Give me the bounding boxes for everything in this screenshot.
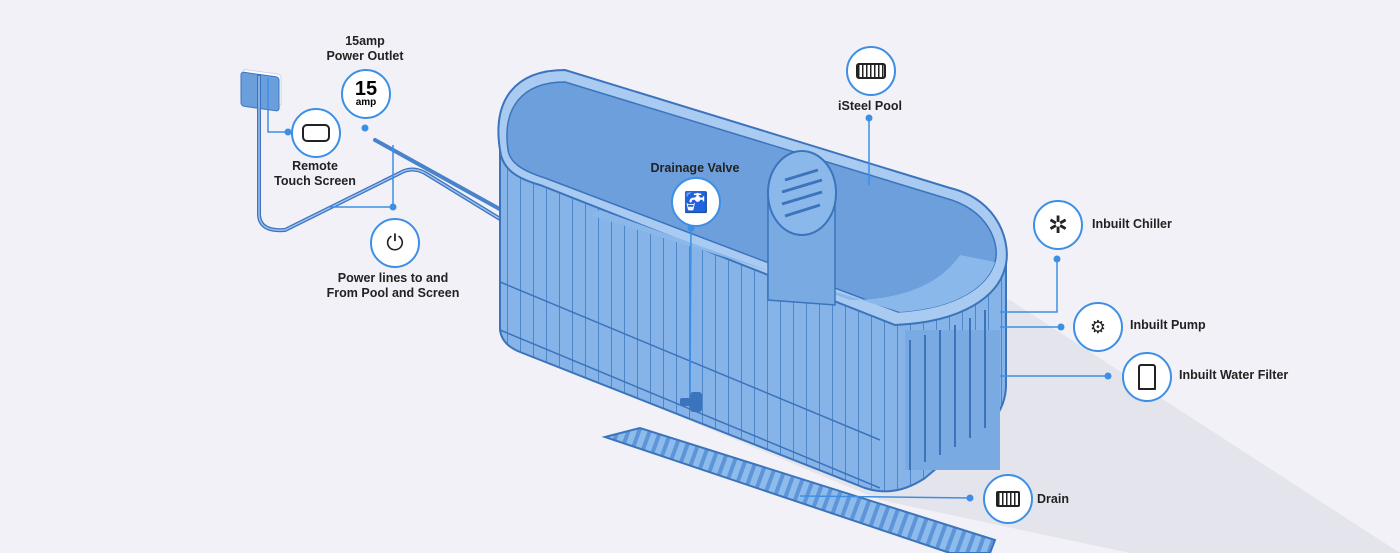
label-line: Power lines to and (337, 271, 449, 285)
inbuilt-water-filter-label: Inbuilt Water Filter (1179, 368, 1289, 382)
drainage-valve-label: Drainage Valve (650, 161, 740, 175)
steel-pool-icon (846, 46, 896, 96)
label-line: Remote (292, 159, 338, 173)
outlet-amp-number: 15 (354, 78, 378, 100)
power-outlet-icon: 15 amp (341, 69, 391, 119)
label-line: From Pool and Screen (326, 286, 460, 300)
intake-pipe (767, 150, 837, 306)
drain-label: Drain (1037, 492, 1069, 506)
label-line: Touch Screen (274, 174, 356, 188)
inbuilt-pump-label: Inbuilt Pump (1130, 318, 1206, 332)
tub-front-wall (499, 138, 1007, 493)
tub-basin (506, 81, 997, 313)
label-line: Power Outlet (326, 49, 404, 63)
drain-grate (601, 426, 997, 553)
valve-icon: 🚰 (671, 177, 721, 227)
outlet-amp-unit: amp (355, 97, 377, 108)
touch-screen-icon (291, 108, 341, 158)
fan-icon: ✲ (1033, 200, 1083, 250)
label-line: 15amp (345, 34, 385, 48)
power-icon: ⏻ (370, 218, 420, 268)
isteel-pool-label: iSteel Pool (838, 99, 902, 113)
drain-icon (983, 474, 1033, 524)
water-filter-icon (1122, 352, 1172, 402)
pump-icon: ⚙ (1073, 302, 1123, 352)
inbuilt-chiller-label: Inbuilt Chiller (1092, 217, 1172, 231)
drainage-tap (680, 392, 702, 412)
